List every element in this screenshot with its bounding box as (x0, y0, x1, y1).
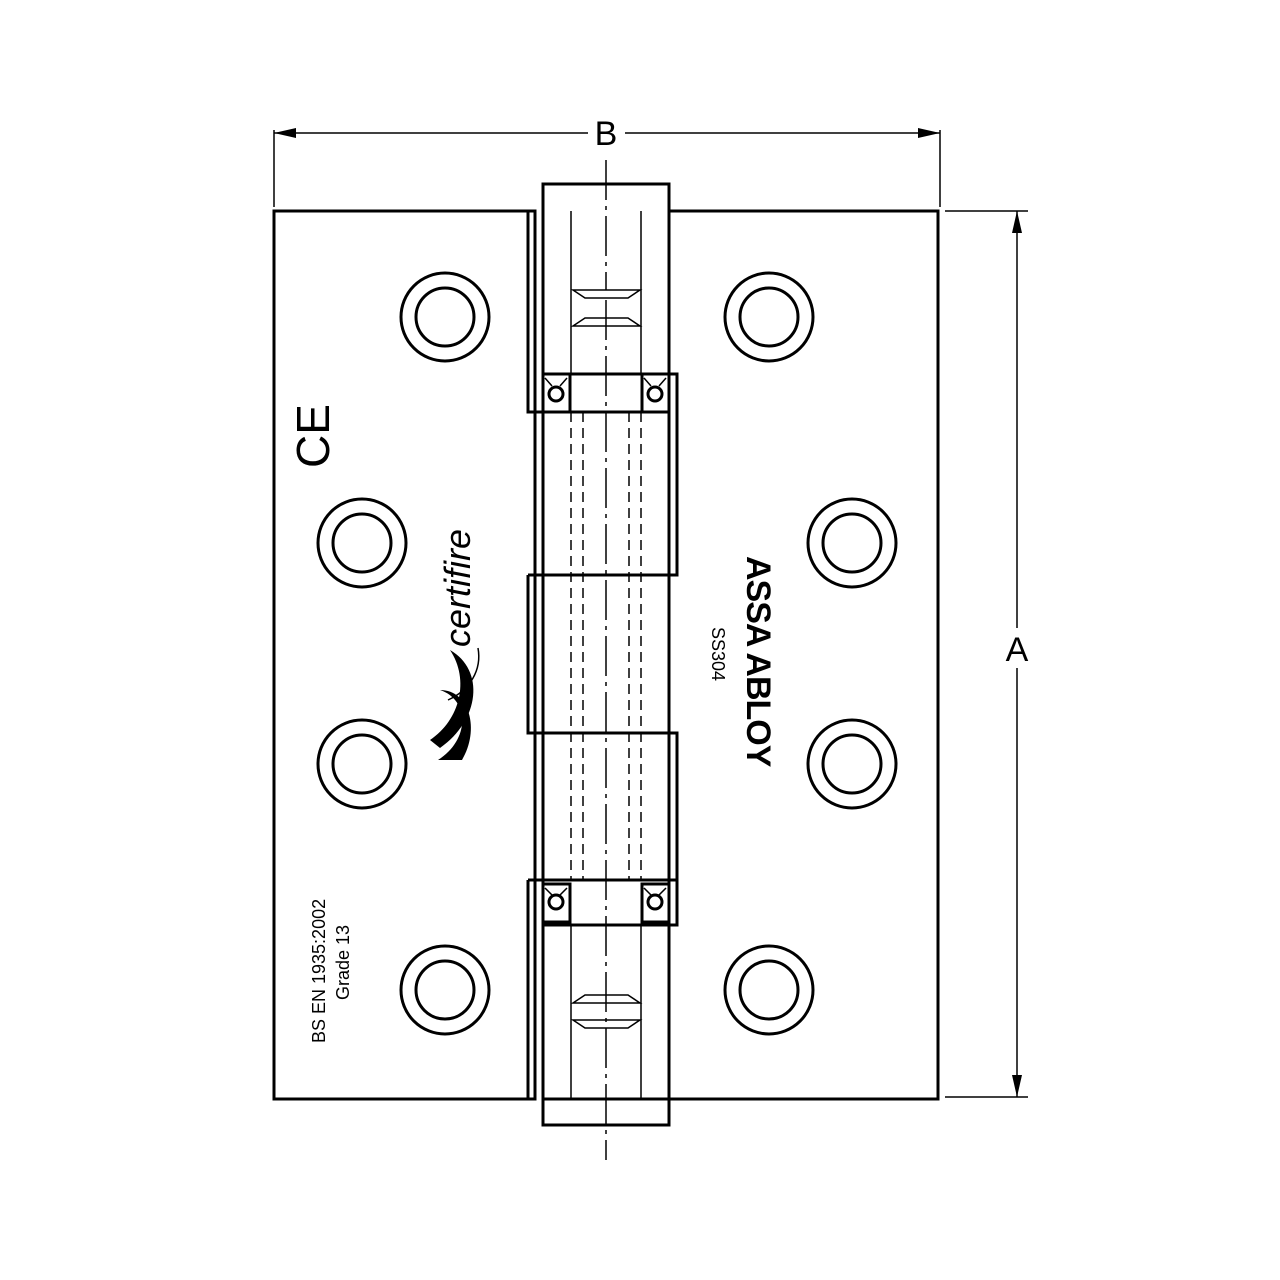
screw-holes (316, 271, 898, 1036)
screw-hole (806, 718, 898, 810)
standard-line2: Grade 13 (333, 925, 353, 1000)
bearing-bottom (541, 882, 671, 924)
screw-hole (399, 271, 491, 363)
certifire-swirl-icon (430, 647, 480, 760)
dimension-a: A (945, 210, 1029, 1098)
screw-hole (806, 497, 898, 589)
certifire-label: certifire (437, 529, 478, 647)
screw-hole (316, 497, 408, 589)
dimension-b: B (273, 115, 941, 207)
screw-hole (723, 944, 815, 1036)
dimension-b-label: B (595, 115, 618, 153)
screw-hole (399, 944, 491, 1036)
dimension-a-label: A (1006, 631, 1029, 669)
screw-hole (723, 271, 815, 363)
standard-line1: BS EN 1935:2002 (309, 899, 329, 1043)
material-label: SS304 (708, 627, 728, 681)
ce-mark-icon: CE (287, 404, 339, 468)
left-leaf (272, 209, 537, 1101)
brand-label: ASSA ABLOY (739, 556, 777, 768)
knuckle-barrel (526, 160, 679, 1160)
bearing-top (541, 372, 671, 414)
right-leaf (669, 209, 940, 1101)
screw-hole (316, 718, 408, 810)
